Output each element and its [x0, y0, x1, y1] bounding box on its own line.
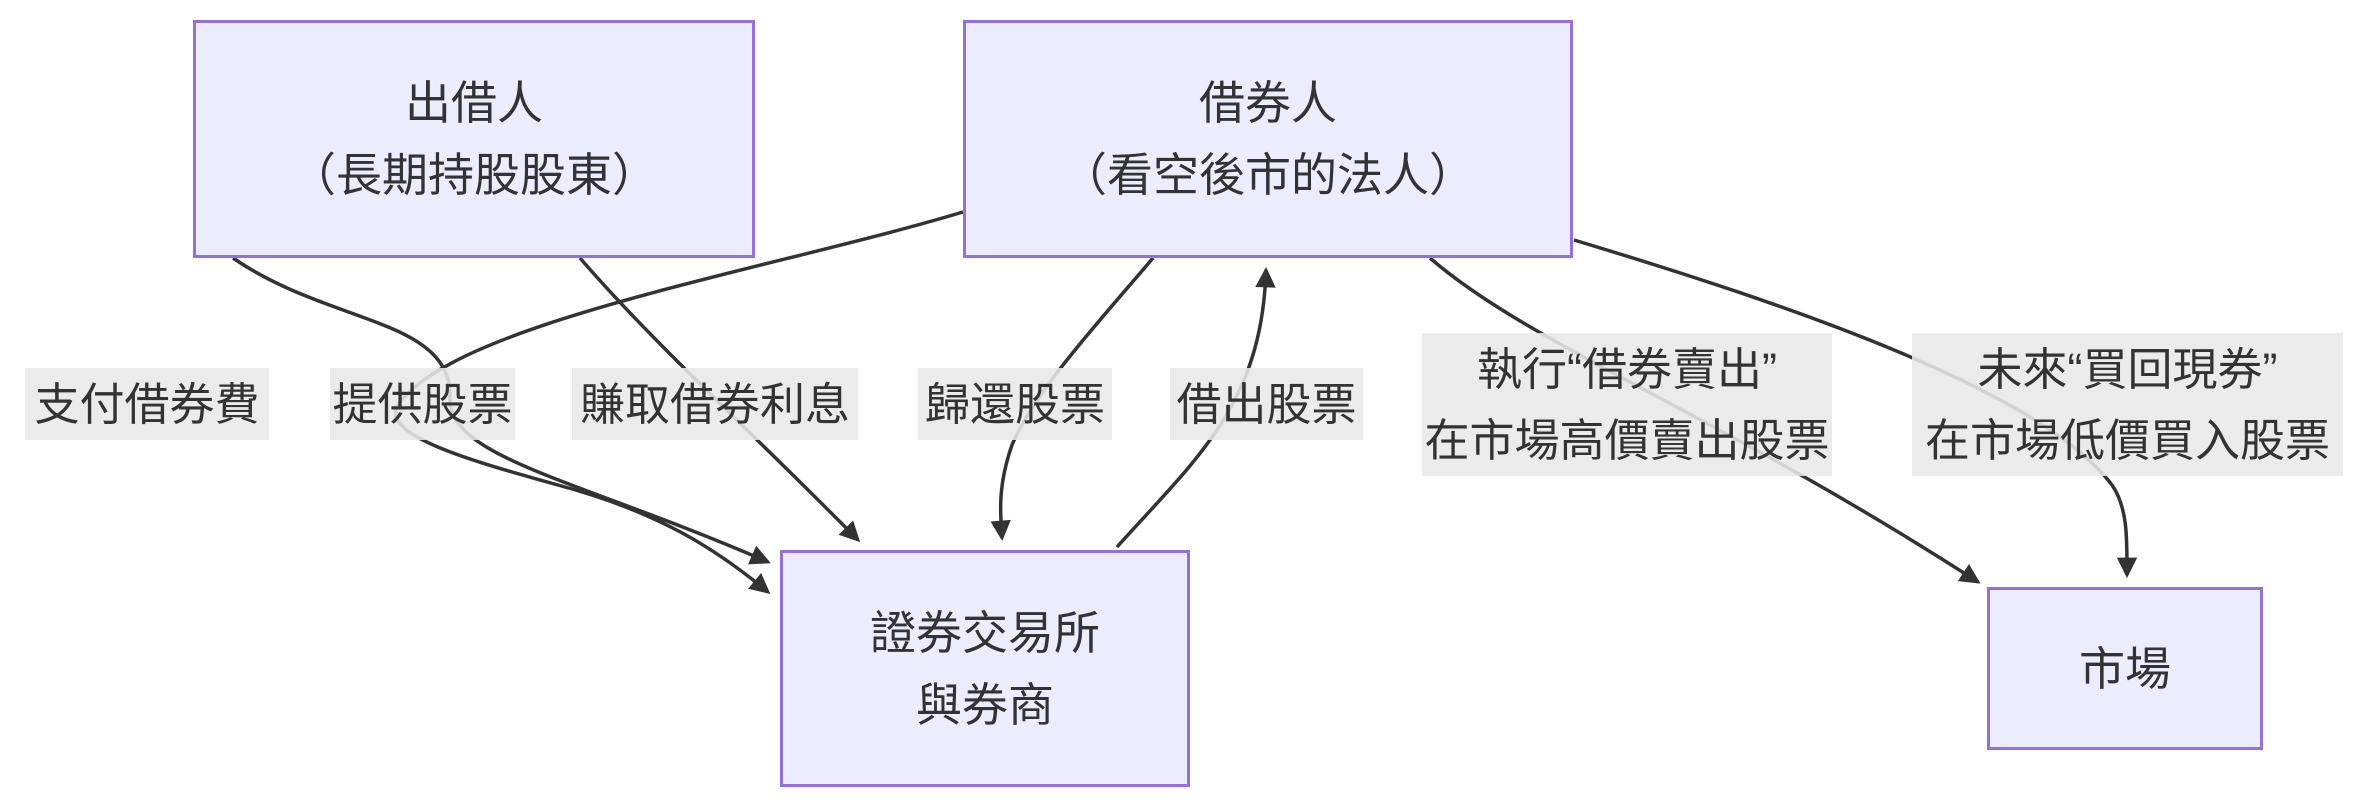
edge-label-pay-fee: 支付借券費 — [25, 368, 269, 440]
edge-label-buy-back-line2: 在市場低價買入股票 — [1924, 414, 2330, 466]
node-market: 市場 — [1987, 587, 2263, 750]
node-exchange-title: 證券交易所 — [870, 606, 1100, 659]
node-exchange-subtitle: 與券商 — [916, 678, 1054, 731]
edge-label-pay-fee-text: 支付借券費 — [34, 378, 260, 430]
edge-label-provide-stock: 提供股票 — [330, 368, 515, 440]
edge-label-return-stock-text: 歸還股票 — [924, 378, 1105, 430]
node-lender: 出借人 （長期持股股東） — [193, 20, 755, 258]
node-exchange: 證券交易所 與券商 — [780, 550, 1190, 787]
edge-label-short-sell-line1: 執行“借券賣出” — [1477, 343, 1777, 395]
node-lender-title: 出借人 — [405, 77, 543, 129]
node-borrower: 借券人 （看空後市的法人） — [963, 20, 1573, 258]
node-lender-subtitle: （長期持股股東） — [290, 149, 658, 201]
edge-label-provide-stock-text: 提供股票 — [332, 378, 513, 430]
node-borrower-title: 借券人 — [1199, 77, 1337, 129]
edge-label-buy-back: 未來“買回現券” 在市場低價買入股票 — [1912, 333, 2343, 476]
node-market-title: 市場 — [2079, 642, 2171, 695]
edge-label-lend-stock: 借出股票 — [1170, 368, 1363, 440]
node-borrower-subtitle: （看空後市的法人） — [1061, 149, 1475, 201]
edge-label-earn-interest: 賺取借券利息 — [572, 368, 858, 440]
edge-label-earn-interest-text: 賺取借券利息 — [579, 378, 850, 430]
edge-label-short-sell: 執行“借券賣出” 在市場高價賣出股票 — [1422, 333, 1832, 476]
edge-label-return-stock: 歸還股票 — [918, 368, 1112, 440]
edge-label-short-sell-line2: 在市場高價賣出股票 — [1424, 414, 1830, 466]
edge-label-lend-stock-text: 借出股票 — [1176, 378, 1357, 430]
edge-label-buy-back-line1: 未來“買回現券” — [1977, 343, 2278, 395]
